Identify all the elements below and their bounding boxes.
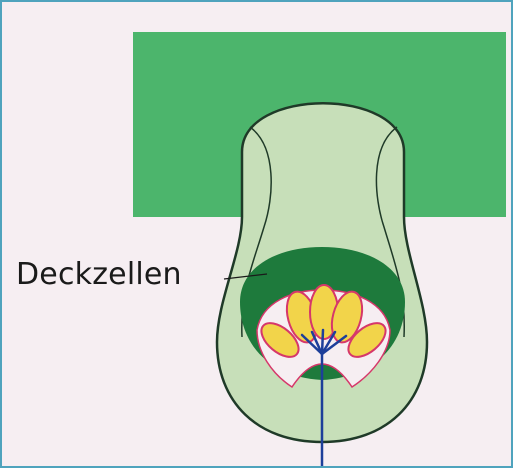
- deckzellen-label: Deckzellen: [16, 257, 182, 292]
